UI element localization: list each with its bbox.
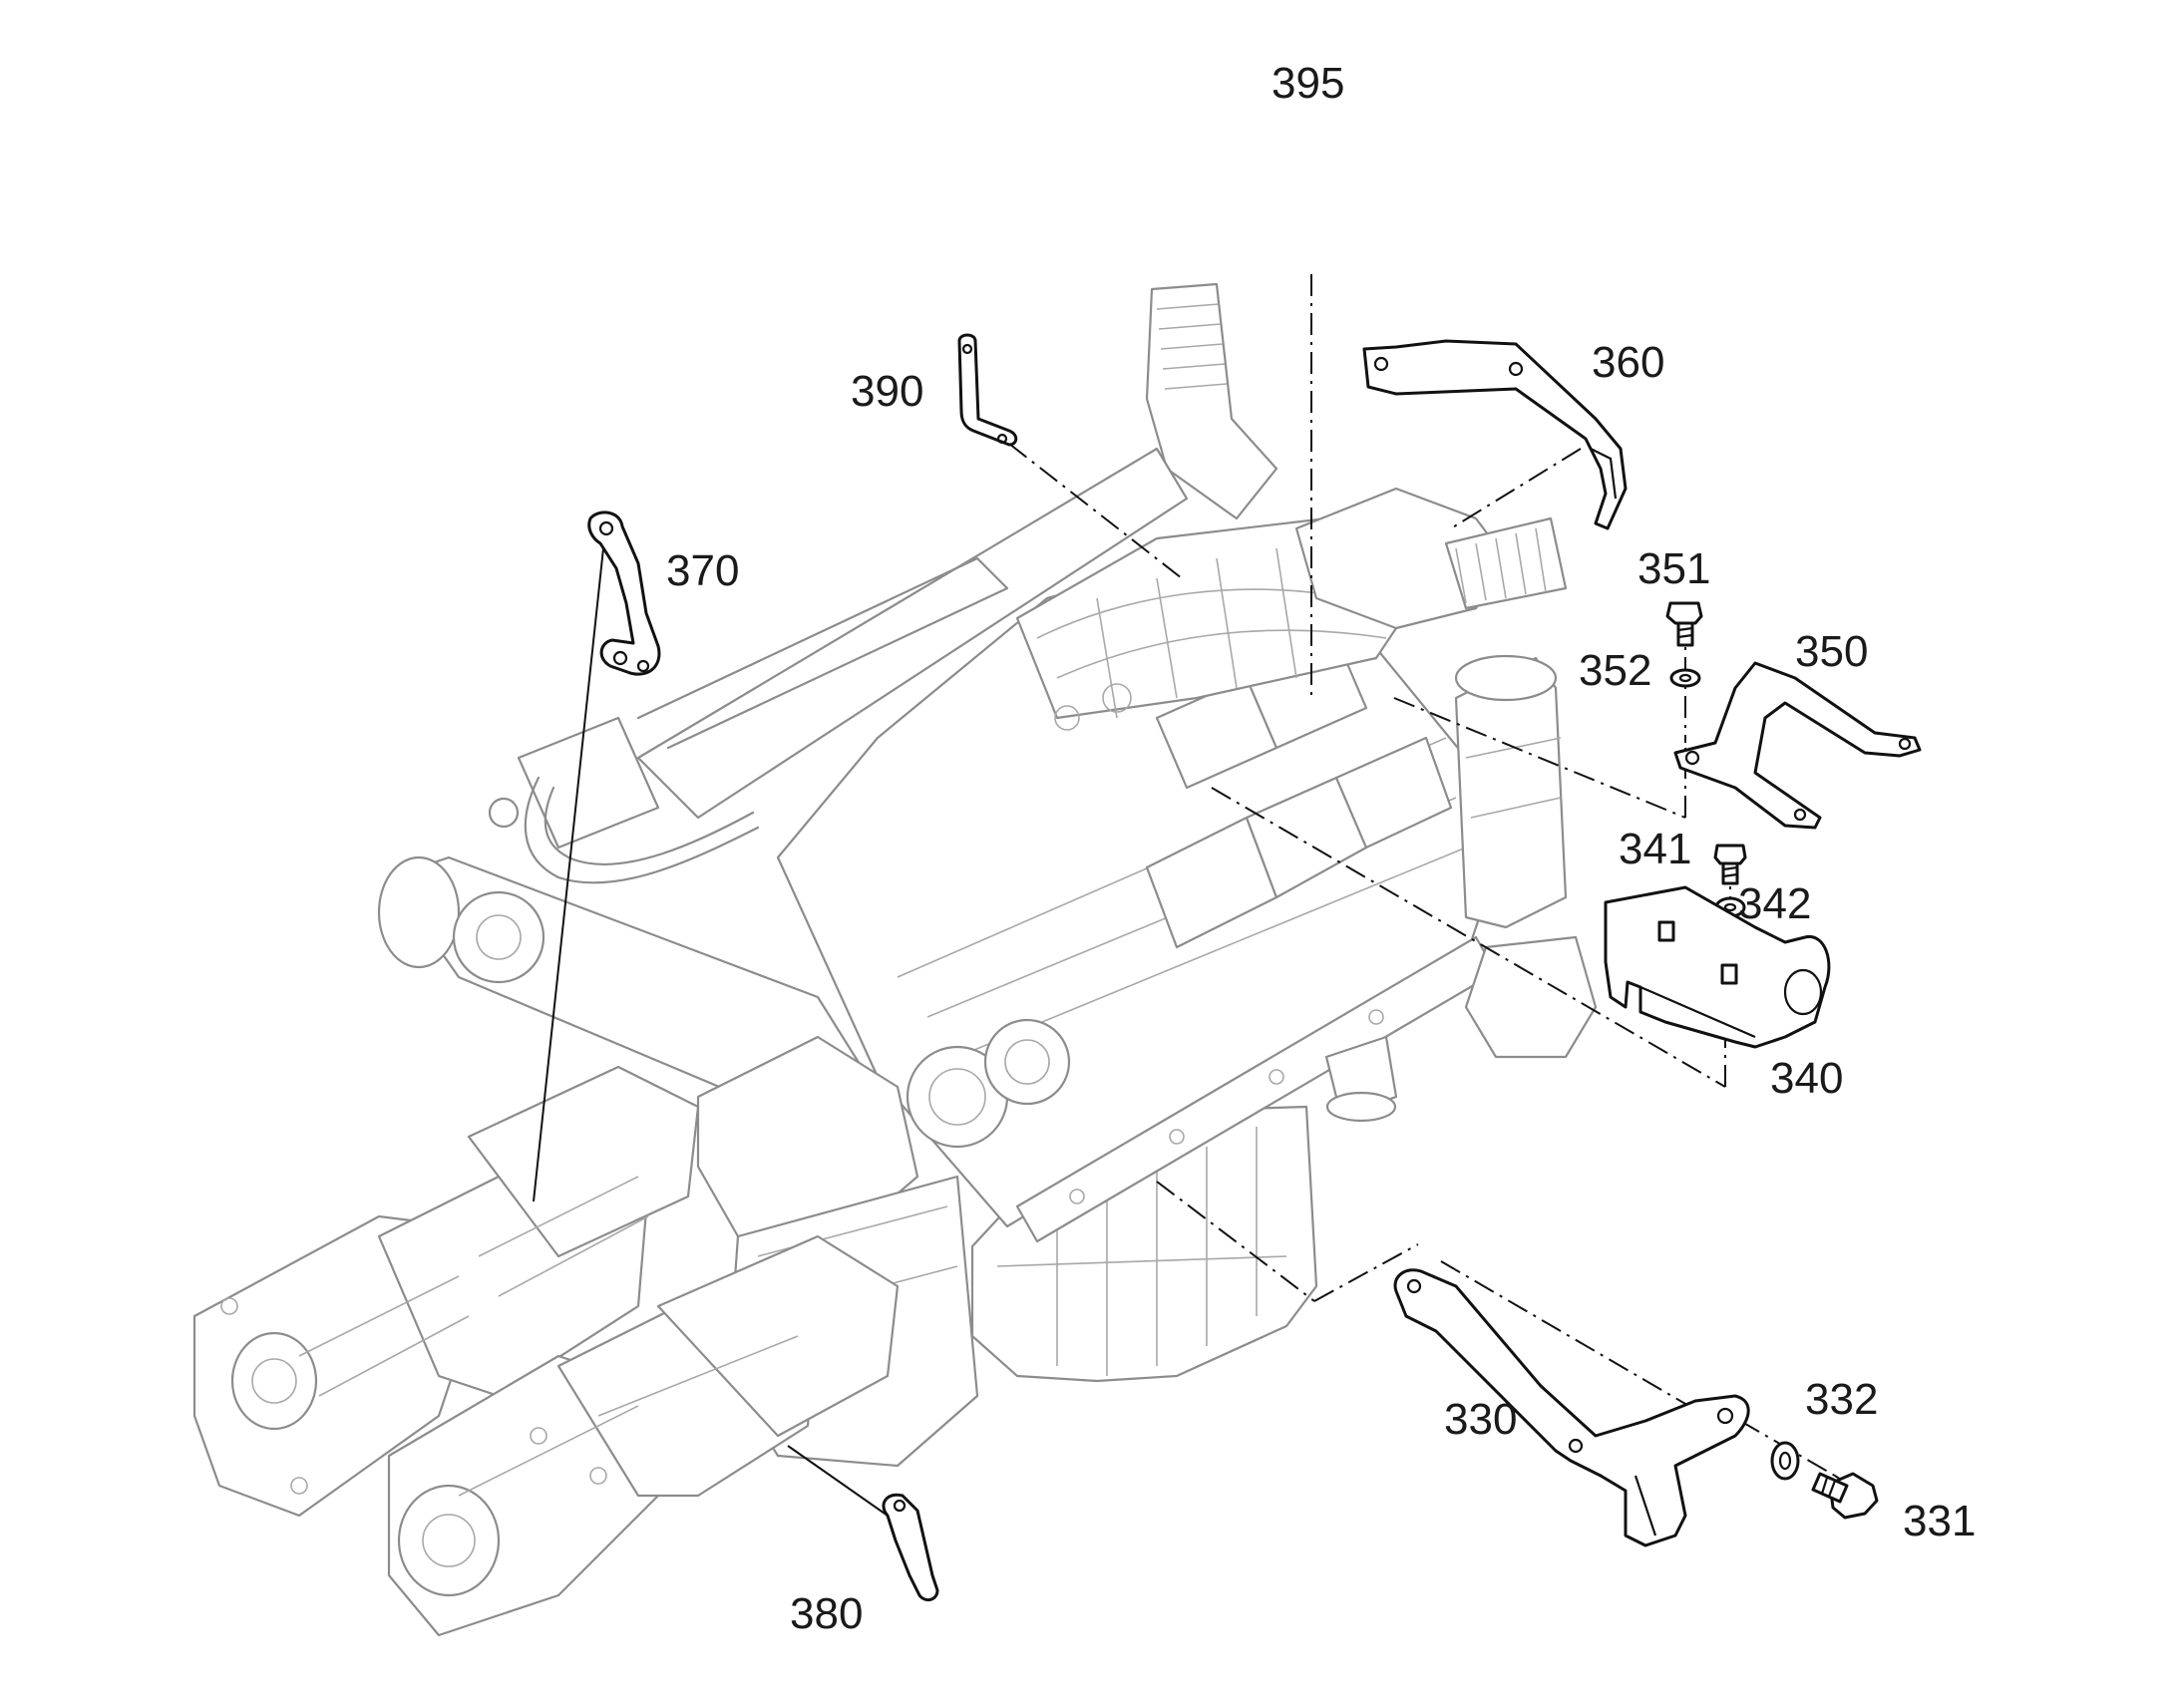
- bracket-330: [1393, 1268, 1750, 1547]
- label-341: 341: [1619, 825, 1691, 873]
- washer-332: [1770, 1441, 1800, 1481]
- callout-labels: 395 390 360 370 351 352 350 341 342 340 …: [666, 59, 1976, 1638]
- turbo-front: [377, 855, 1071, 1238]
- bolt-331: [1811, 1472, 1879, 1520]
- label-332: 332: [1805, 1375, 1878, 1424]
- label-370: 370: [666, 546, 739, 595]
- label-360: 360: [1592, 338, 1664, 387]
- label-350: 350: [1795, 627, 1868, 676]
- bolt-351: [1665, 601, 1703, 647]
- bracket-390: [957, 333, 1018, 447]
- hydraulic-pumps: [192, 1065, 900, 1637]
- washer-352: [1669, 668, 1701, 688]
- label-330: 330: [1444, 1395, 1517, 1444]
- engine-assembly: [192, 282, 1598, 1637]
- label-352: 352: [1579, 646, 1651, 695]
- bracket-360: [1362, 339, 1628, 530]
- label-351: 351: [1637, 544, 1710, 593]
- label-395: 395: [1272, 59, 1344, 108]
- bracket-350: [1673, 661, 1922, 830]
- label-380: 380: [790, 1589, 863, 1638]
- right-mount-boss: [1324, 1035, 1398, 1123]
- bracket-340: [1604, 885, 1831, 1049]
- bracket-370: [587, 511, 661, 676]
- label-340: 340: [1770, 1054, 1843, 1103]
- label-331: 331: [1903, 1497, 1976, 1545]
- bracket-380: [882, 1493, 939, 1602]
- bolt-341: [1713, 844, 1747, 885]
- left-pipes: [488, 556, 1009, 884]
- turbo-right: [1294, 487, 1598, 1059]
- label-342: 342: [1738, 879, 1811, 928]
- label-390: 390: [851, 367, 923, 416]
